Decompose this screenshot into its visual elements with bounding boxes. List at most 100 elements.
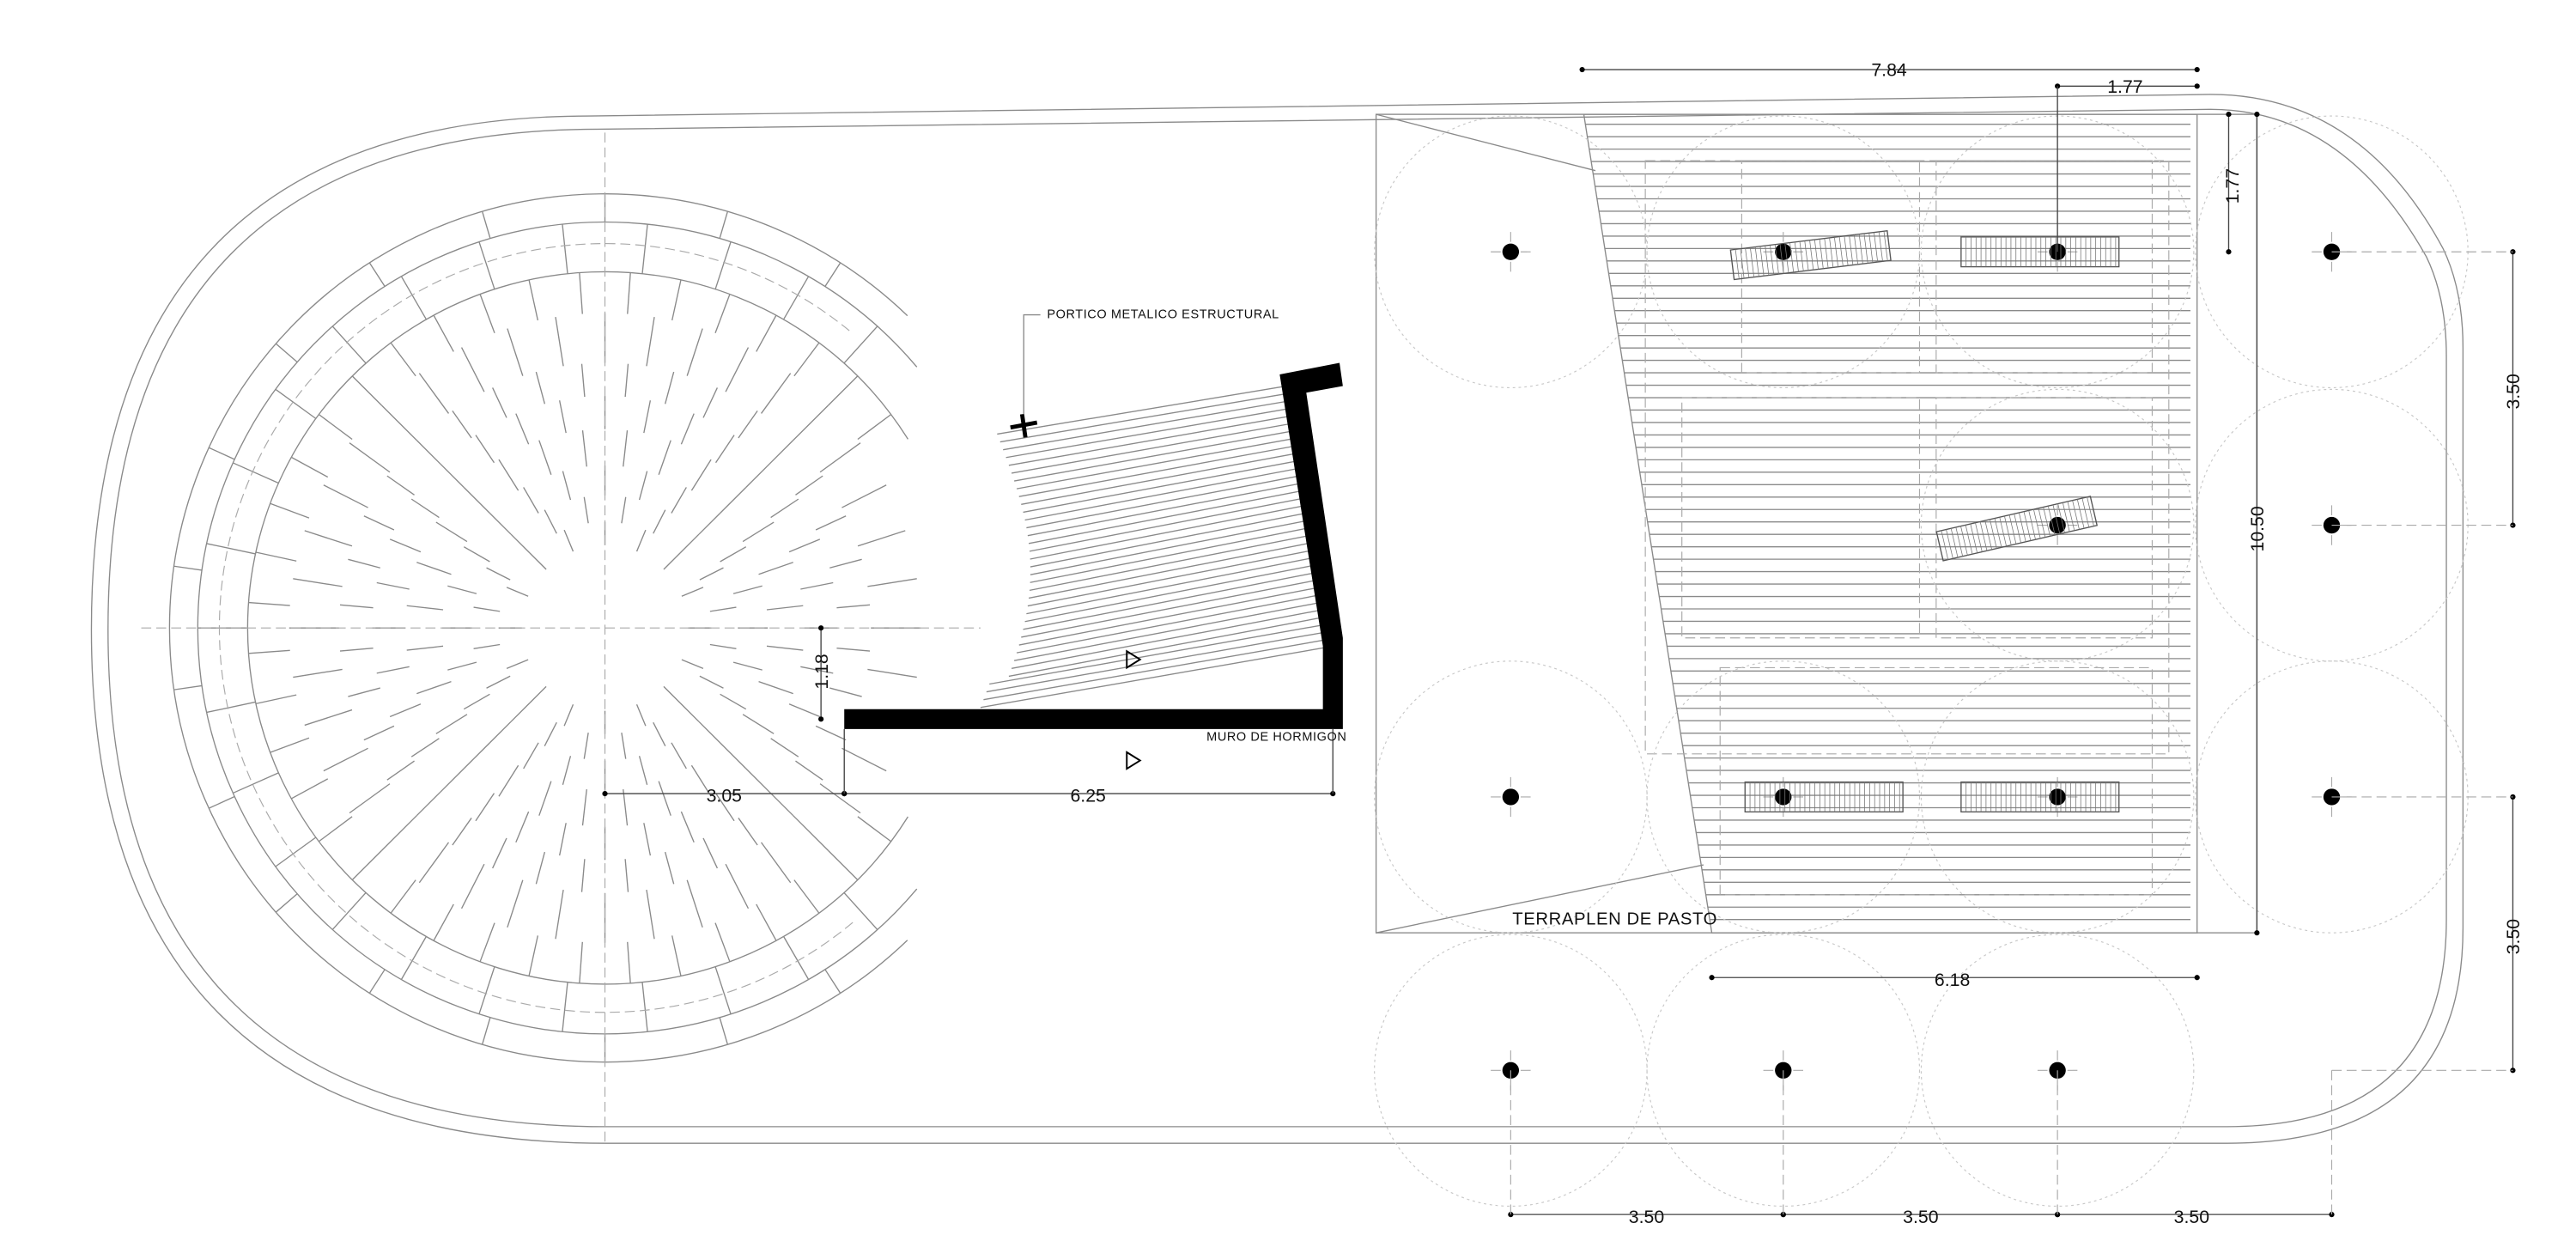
- ramp-slat: [1023, 459, 1307, 514]
- dimension-tick: [1709, 975, 1715, 981]
- seat-divider: [323, 484, 368, 508]
- bench-slat: [2014, 514, 2021, 544]
- dim-radius-offset: 3.05: [707, 786, 742, 806]
- seat-divider: [275, 343, 298, 363]
- seat-divider: [435, 714, 468, 734]
- seat-divider: [492, 387, 507, 418]
- seat-divider: [233, 462, 279, 484]
- dim-grid-right-2: 3.50: [2503, 919, 2524, 954]
- seat-divider: [544, 509, 557, 534]
- bench-slat: [1759, 246, 1765, 277]
- seat-divider: [857, 414, 892, 441]
- seat-divider: [523, 487, 539, 514]
- seat-divider: [800, 581, 834, 590]
- ramp-slat: [1029, 533, 1318, 592]
- seat-divider: [646, 317, 655, 367]
- seat-divider: [290, 778, 329, 800]
- bench-slat: [1878, 231, 1883, 262]
- seat-divider: [416, 791, 441, 816]
- label-portico: PORTICO METALICO ESTRUCTURAL: [1047, 307, 1279, 321]
- ramp-slat: [1026, 473, 1309, 529]
- bench-slat: [2076, 499, 2085, 529]
- bench-slat: [1844, 235, 1849, 266]
- ramp-slat: [1021, 578, 1324, 638]
- seat-divider: [621, 733, 627, 759]
- seat-divider: [690, 459, 712, 491]
- seat-divider: [663, 685, 681, 703]
- dim-total-height: 10.50: [2247, 506, 2268, 551]
- seat-divider: [515, 811, 530, 843]
- seat-divider: [339, 648, 374, 652]
- bench-slat: [1946, 529, 1953, 559]
- seat-divider: [793, 342, 820, 377]
- seat-divider: [255, 694, 297, 705]
- seat-divider: [275, 836, 317, 867]
- dimension-tick: [2226, 112, 2232, 118]
- bench-slat: [1849, 235, 1854, 265]
- dimension-tick: [2194, 83, 2200, 89]
- seat-divider: [766, 605, 804, 611]
- bench-slat: [1950, 528, 1959, 558]
- seat-divider: [528, 279, 539, 321]
- slope-line: [1376, 864, 1704, 934]
- seat-divider: [381, 405, 418, 441]
- seat-divider: [664, 851, 675, 885]
- seat-divider: [351, 375, 382, 406]
- planter-outline: [1681, 397, 1921, 639]
- seat-divider: [270, 737, 310, 753]
- seat-divider: [348, 558, 380, 569]
- seat-divider: [758, 680, 793, 695]
- seat-divider: [304, 530, 353, 547]
- seat-divider: [562, 756, 572, 785]
- ramp-slat: [1014, 429, 1303, 482]
- ramp-slat: [1016, 593, 1326, 654]
- seat-divider: [671, 279, 682, 321]
- seat-divider: [293, 668, 343, 678]
- ramp-slat: [1030, 503, 1314, 560]
- ramp-slat: [986, 630, 1331, 693]
- bench-slat: [1754, 246, 1759, 277]
- seat-divider: [529, 552, 547, 570]
- tree-canopy-outline: [1374, 934, 1648, 1208]
- seat-divider: [390, 342, 416, 377]
- dim-grid-right-1: 3.50: [2503, 374, 2524, 409]
- bench-slat: [1814, 239, 1819, 270]
- bench-slat: [1765, 246, 1770, 276]
- seat-divider: [507, 328, 524, 376]
- ramp-slat: [1026, 556, 1321, 615]
- bench-slat: [1809, 240, 1814, 271]
- bench-slat: [2062, 502, 2070, 532]
- bench-slat: [2067, 501, 2075, 531]
- seat-divider: [702, 387, 719, 418]
- seat-divider: [538, 440, 552, 475]
- seat-divider: [638, 471, 648, 501]
- seat-divider: [452, 410, 472, 439]
- seat-divider: [641, 982, 648, 1032]
- seat-divider: [580, 859, 586, 892]
- seat-divider: [290, 456, 329, 478]
- seat-divider: [679, 703, 700, 722]
- seat-divider: [293, 578, 343, 587]
- seat-divider: [416, 562, 452, 575]
- bench-slat: [2023, 511, 2032, 541]
- seat-divider: [857, 816, 892, 843]
- deck-hatching: [1583, 113, 2198, 934]
- seat-divider: [563, 704, 574, 727]
- site-boundary-outer: [90, 94, 2464, 1144]
- ramp-slat: [1027, 481, 1310, 537]
- bench-slat: [1789, 242, 1795, 273]
- seat-divider: [270, 502, 310, 519]
- seat-divider: [680, 811, 695, 843]
- bench-outline: [1744, 781, 1904, 813]
- slope-line: [1376, 113, 1596, 172]
- dim-bottom-width: 6.18: [1935, 970, 1970, 990]
- bench-slat: [1824, 238, 1829, 269]
- bench-outline: [1729, 229, 1892, 281]
- seat-divider: [583, 496, 589, 524]
- seat-divider: [819, 783, 861, 814]
- seat-divider: [562, 471, 572, 501]
- seat-divider: [664, 371, 675, 405]
- ramp-slat: [1005, 406, 1300, 459]
- seat-divider: [646, 889, 655, 940]
